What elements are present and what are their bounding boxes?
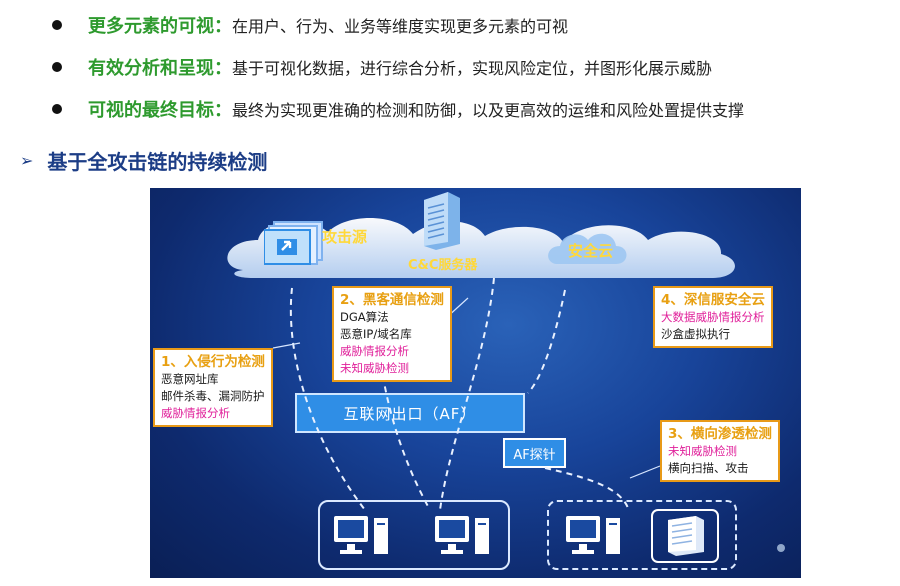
desktop-computer-icon — [566, 516, 620, 554]
slide-dot-icon — [777, 544, 785, 552]
callout-hacker-communication: 2、黑客通信检测 DGA算法 恶意IP/域名库 威胁情报分析 未知威胁检测 — [332, 286, 452, 382]
callout-item: 横向扫描、攻击 — [668, 461, 749, 475]
security-cloud-icon — [548, 233, 627, 264]
section-title: 基于全攻击链的持续检测 — [47, 149, 268, 174]
internet-exit-box: 互联网出口（AF） — [295, 393, 525, 433]
host-group-local — [318, 500, 510, 570]
bullet-dot-icon — [52, 62, 62, 72]
cc-server-label: C&C服务器 — [408, 258, 478, 273]
bullet-row: 更多元素的可视： 在用户、行为、业务等维度实现更多元素的可视 — [52, 10, 568, 40]
callout-item: 邮件杀毒、漏洞防护 — [161, 389, 265, 403]
callout-item: 恶意网址库 — [161, 372, 219, 386]
bullet-title: 更多元素的可视： — [88, 16, 232, 37]
callout-item: DGA算法 — [340, 310, 389, 324]
arrow-bullet-icon: ➢ — [20, 150, 34, 170]
bullet-dot-icon — [52, 20, 62, 30]
desktop-computer-icon — [334, 516, 388, 554]
bullet-text: 在用户、行为、业务等维度实现更多元素的可视 — [232, 17, 569, 36]
host-group-lateral — [547, 500, 737, 570]
callout-item-highlight: 威胁情报分析 — [340, 344, 409, 358]
callout-item-highlight: 大数据威胁情报分析 — [661, 310, 765, 324]
bullet-title: 可视的最终目标： — [88, 100, 232, 121]
callout-item-highlight: 未知威胁检测 — [668, 444, 737, 458]
section-heading: ➢ 基于全攻击链的持续检测 — [20, 144, 267, 176]
af-probe-box: AF探针 — [503, 438, 566, 468]
server-tower-icon — [424, 192, 460, 250]
callout-title: 3、横向渗透检测 — [668, 426, 772, 442]
callout-title: 4、深信服安全云 — [661, 292, 765, 308]
attack-chain-diagram: 攻击源 C&C服务器 安全云 互联网出口（AF） AF探针 — [150, 188, 801, 578]
server-box-icon — [651, 509, 719, 563]
internet-exit-label: 互联网出口（AF） — [343, 404, 477, 423]
bullet-row: 可视的最终目标： 最终为实现更准确的检测和防御，以及更高效的运维和风险处置提供支… — [52, 94, 744, 124]
callout-security-cloud: 4、深信服安全云 大数据威胁情报分析 沙盒虚拟执行 — [653, 286, 773, 348]
callout-intrusion-detection: 1、入侵行为检测 恶意网址库 邮件杀毒、漏洞防护 威胁情报分析 — [153, 348, 273, 427]
bullet-text: 基于可视化数据，进行综合分析，实现风险定位，并图形化展示威胁 — [232, 59, 713, 78]
callout-item-highlight: 未知威胁检测 — [340, 361, 409, 375]
af-probe-label: AF探针 — [513, 447, 556, 463]
bullet-title: 有效分析和呈现： — [88, 58, 232, 79]
attack-source-label: 攻击源 — [322, 228, 368, 246]
callout-item: 沙盒虚拟执行 — [661, 327, 730, 341]
callout-item-highlight: 威胁情报分析 — [161, 406, 230, 420]
callout-lateral-movement: 3、横向渗透检测 未知威胁检测 横向扫描、攻击 — [660, 420, 780, 482]
callout-title: 2、黑客通信检测 — [340, 292, 444, 308]
callout-title: 1、入侵行为检测 — [161, 354, 265, 370]
callout-item: 恶意IP/域名库 — [340, 327, 412, 341]
bullet-row: 有效分析和呈现： 基于可视化数据，进行综合分析，实现风险定位，并图形化展示威胁 — [52, 52, 712, 82]
bullet-text: 最终为实现更准确的检测和防御，以及更高效的运维和风险处置提供支撑 — [232, 101, 745, 120]
bullet-dot-icon — [52, 104, 62, 114]
desktop-computer-icon — [435, 516, 489, 554]
attacker-window-icon — [264, 221, 323, 265]
security-cloud-label: 安全云 — [568, 242, 614, 260]
